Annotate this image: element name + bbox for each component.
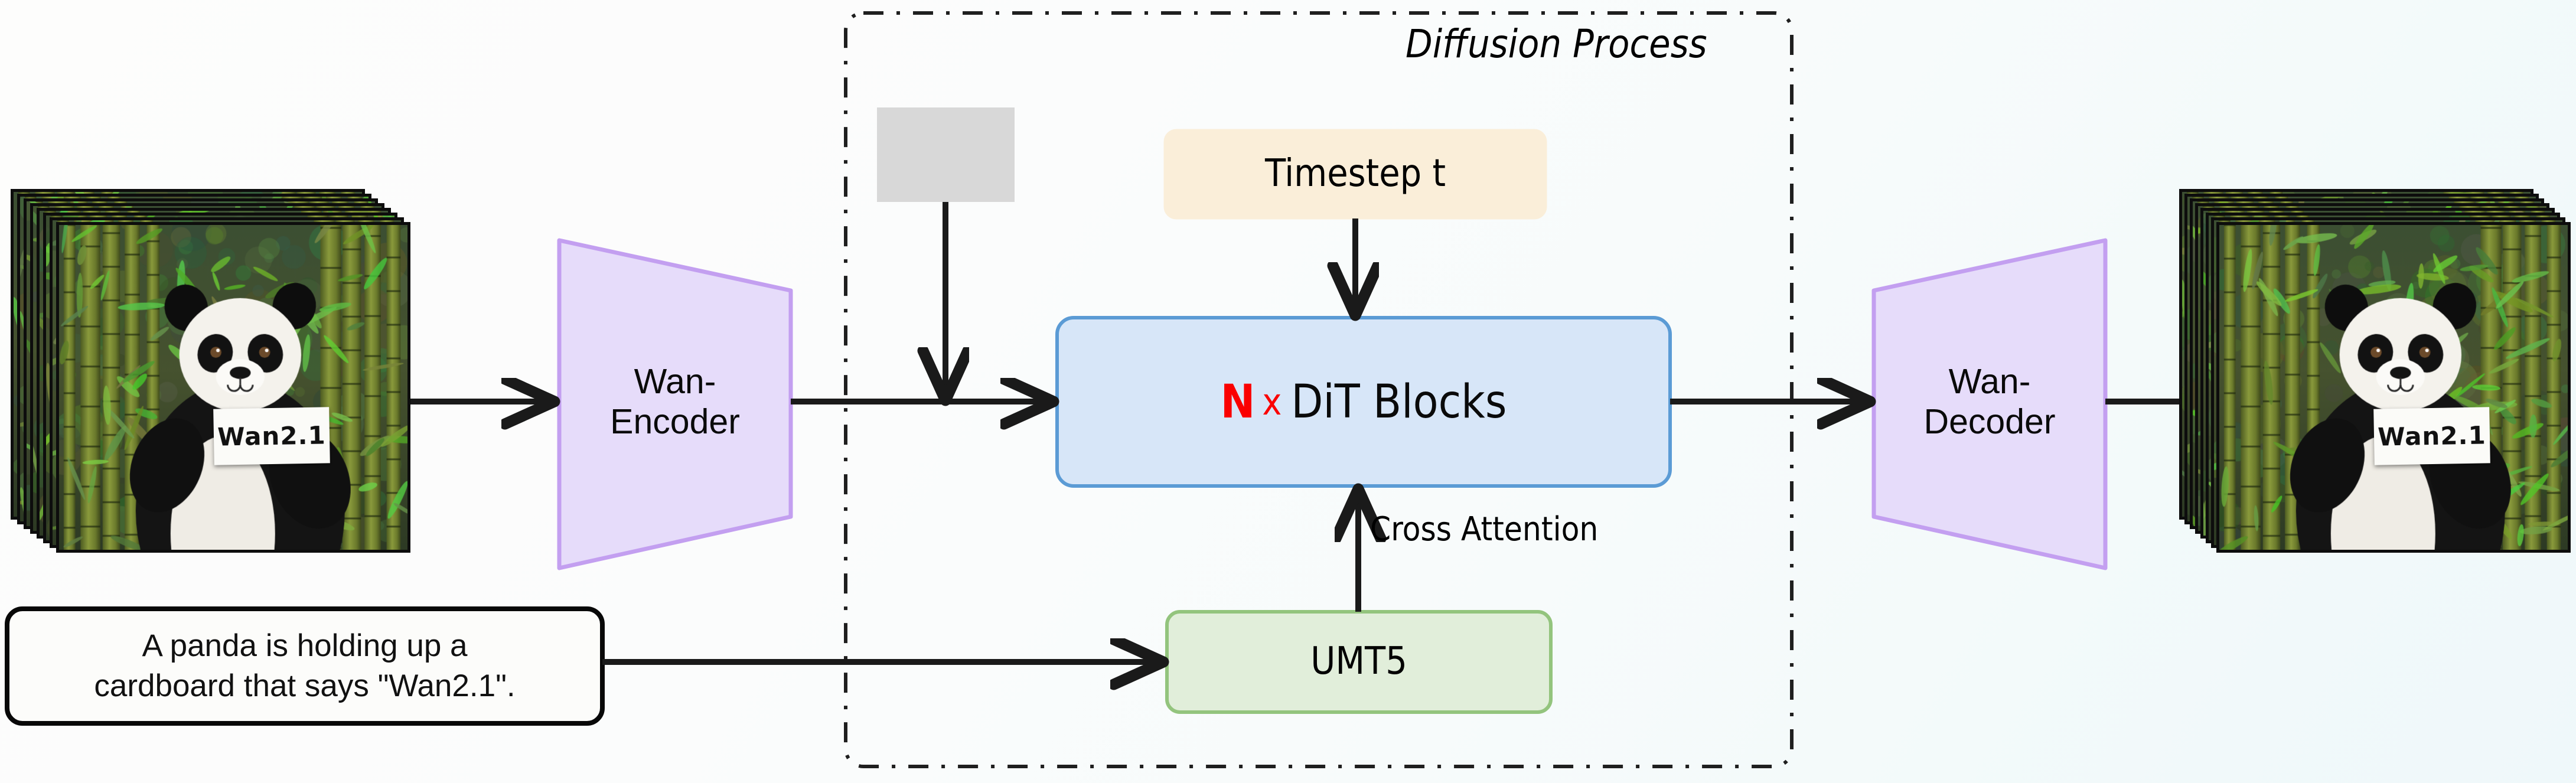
cardboard-sign: Wan2.1 (2373, 407, 2490, 465)
video-frame-front: Wan2.1 (56, 222, 410, 553)
output-video-stack[interactable]: Wan2.1 (2179, 189, 2569, 567)
dit-blocks-text: DiT Blocks (1291, 376, 1507, 429)
video-frame-front: Wan2.1 (2216, 222, 2571, 553)
dit-multiplier: x (1262, 380, 1282, 423)
wan-decoder-line2: Decoder (1923, 402, 2055, 442)
wan-encoder-line2: Encoder (610, 402, 740, 442)
prompt-line-2: cardboard that says "Wan2.1". (94, 666, 515, 706)
cross-attention-label: Cross Attention (1370, 509, 1724, 550)
wan-encoder-line1: Wan- (634, 361, 716, 402)
diffusion-process-title: Diffusion Process (1406, 18, 1795, 71)
timestep-label: Timestep t (1165, 130, 1546, 218)
umt5-label: UMT5 (1167, 612, 1551, 712)
dit-blocks-label: N x DiT Blocks (1057, 318, 1670, 486)
sign-text: Wan2.1 (213, 407, 330, 465)
prompt-line-1: A panda is holding up a (142, 626, 467, 666)
sign-text: Wan2.1 (2373, 407, 2490, 465)
cardboard-sign: Wan2.1 (213, 407, 330, 465)
wan-decoder-line1: Wan- (1949, 361, 2031, 402)
wan-decoder-label: Wan- Decoder (1874, 289, 2105, 514)
wan-encoder-label: Wan- Encoder (559, 289, 791, 514)
panda-scene (2219, 225, 2568, 550)
dit-n-prefix: N (1221, 376, 1256, 429)
prompt-text: A panda is holding up a cardboard that s… (7, 609, 602, 723)
input-video-stack[interactable]: Wan2.1 (11, 189, 412, 567)
panda-scene (59, 225, 407, 550)
